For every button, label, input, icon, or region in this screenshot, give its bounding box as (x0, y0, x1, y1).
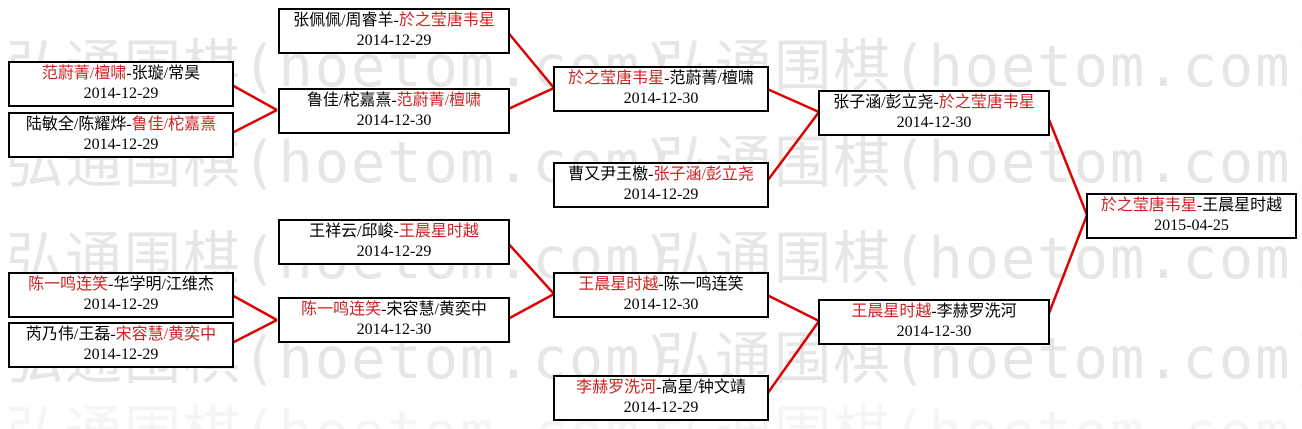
match-date: 2014-12-30 (623, 296, 699, 313)
match-date: 2014-12-29 (83, 136, 159, 153)
connector-line (764, 86, 820, 114)
loser-name: -宋容慧/黄奕中 (381, 301, 487, 318)
match-date: 2014-12-30 (623, 90, 699, 107)
match-box-r1-bottom-b[interactable]: 芮乃伟/王磊-宋容慧/黄奕中 2014-12-29 (8, 322, 234, 368)
loser-name: 王祥云/邱峻- (309, 223, 399, 240)
winner-name: 范蔚菁/檀啸 (396, 92, 482, 109)
match-box-sf2-a[interactable]: 王晨星时越-陈一鸣连笑 2014-12-30 (553, 272, 769, 318)
winner-name: 鲁佳/柁嘉熹 (131, 116, 217, 133)
match-date: 2014-12-30 (356, 321, 432, 338)
connector-line (229, 318, 278, 346)
loser-name: 陆敏全/陈耀烨- (25, 116, 132, 133)
match-players: 曹又尹王檄-张子涵/彭立尧 (568, 165, 754, 185)
match-date: 2014-12-29 (356, 32, 432, 49)
loser-name: 鲁佳/柁嘉熹- (306, 92, 397, 109)
match-date: 2014-12-29 (83, 296, 159, 313)
winner-name: 宋容慧/黄奕中 (115, 326, 217, 343)
match-players: 王晨星时越-李赫罗洗河 (851, 302, 1016, 322)
match-date: 2014-12-29 (623, 399, 699, 416)
match-box-qf1-a[interactable]: 张佩佩/周睿羊-於之莹唐韦星 2014-12-29 (278, 8, 510, 54)
connector-line (229, 108, 278, 136)
loser-name: -陈一鸣连笑 (658, 276, 744, 293)
connector-line (1044, 111, 1089, 216)
match-date: 2014-12-29 (623, 186, 699, 203)
winner-name: 张子涵/彭立尧 (653, 166, 754, 183)
match-date: 2014-12-29 (83, 85, 159, 102)
connector-line (229, 292, 278, 322)
match-date: 2014-12-30 (896, 323, 972, 340)
winner-name: 李赫罗洗河 (576, 379, 657, 396)
winner-name: 陈一鸣连笑 (28, 276, 109, 293)
match-date: 2014-12-30 (356, 112, 432, 129)
match-box-r1-top-a[interactable]: 范蔚菁/檀啸-张璇/常昊 2014-12-29 (8, 61, 234, 107)
match-date: 2015-04-25 (1154, 217, 1229, 234)
winner-name: 於之莹唐韦星 (398, 12, 495, 29)
connector-line (229, 82, 278, 112)
connector-line (1044, 214, 1089, 322)
match-players: 陈一鸣连笑-宋容慧/黄奕中 (301, 300, 487, 320)
match-box-semifinal-bottom[interactable]: 王晨星时越-李赫罗洗河 2014-12-30 (818, 299, 1050, 345)
loser-name: -王晨星时越 (1196, 197, 1283, 214)
loser-name: -李赫罗洗河 (931, 303, 1017, 320)
winner-name: 范蔚菁/檀啸 (41, 65, 127, 82)
match-box-sf1-b[interactable]: 曹又尹王檄-张子涵/彭立尧 2014-12-29 (553, 162, 769, 208)
match-box-semifinal-top[interactable]: 张子涵/彭立尧-於之莹唐韦星 2014-12-30 (818, 90, 1050, 136)
winner-name: 於之莹唐韦星 (568, 70, 665, 87)
loser-name: 曹又尹王檄- (568, 166, 654, 183)
match-box-qf2-b[interactable]: 陈一鸣连笑-宋容慧/黄奕中 2014-12-30 (278, 297, 510, 343)
match-players: 鲁佳/柁嘉熹-范蔚菁/檀啸 (307, 91, 481, 111)
loser-name: -华学明/江维杰 (108, 276, 214, 293)
connector-line (505, 292, 555, 322)
winner-name: 王晨星时越 (851, 303, 932, 320)
match-players: 陆敏全/陈耀烨-鲁佳/柁嘉熹 (26, 115, 216, 135)
match-players: 李赫罗洗河-高星/钟文靖 (576, 378, 746, 398)
match-players: 张子涵/彭立尧-於之莹唐韦星 (833, 93, 1035, 113)
match-box-r1-top-b[interactable]: 陆敏全/陈耀烨-鲁佳/柁嘉熹 2014-12-29 (8, 112, 234, 158)
match-date: 2014-12-29 (83, 346, 159, 363)
loser-name: 张佩佩/周睿羊- (293, 12, 399, 29)
match-players: 芮乃伟/王磊-宋容慧/黄奕中 (26, 325, 216, 345)
winner-name: 於之莹唐韦星 (938, 94, 1035, 111)
loser-name: -范蔚菁/檀啸 (664, 70, 754, 87)
loser-name: 张子涵/彭立尧- (833, 94, 939, 111)
connector-line (764, 111, 820, 185)
match-players: 王祥云/邱峻-王晨星时越 (309, 222, 479, 242)
match-players: 陈一鸣连笑-华学明/江维杰 (28, 275, 214, 295)
loser-name: 芮乃伟/王磊- (25, 326, 116, 343)
match-date: 2014-12-29 (356, 243, 432, 260)
connector-line (763, 320, 821, 398)
winner-name: 於之莹唐韦星 (1100, 197, 1197, 214)
connector-line (505, 240, 555, 295)
winner-name: 王晨星时越 (398, 223, 479, 240)
match-players: 於之莹唐韦星-王晨星时越 (1101, 196, 1282, 216)
match-players: 张佩佩/周睿羊-於之莹唐韦星 (293, 11, 495, 31)
match-box-qf2-a[interactable]: 王祥云/邱峻-王晨星时越 2014-12-29 (278, 219, 510, 265)
match-box-sf2-b[interactable]: 李赫罗洗河-高星/钟文靖 2014-12-29 (553, 375, 769, 421)
connector-line (505, 29, 555, 89)
match-box-r1-bottom-a[interactable]: 陈一鸣连笑-华学明/江维杰 2014-12-29 (8, 272, 234, 318)
winner-name: 王晨星时越 (578, 276, 659, 293)
loser-name: -张璇/常昊 (126, 65, 201, 82)
match-players: 范蔚菁/檀啸-张璇/常昊 (42, 64, 200, 84)
connector-line (764, 292, 820, 323)
match-players: 於之莹唐韦星-范蔚菁/檀啸 (568, 69, 754, 89)
match-players: 王晨星时越-陈一鸣连笑 (578, 275, 743, 295)
match-box-qf1-b[interactable]: 鲁佳/柁嘉熹-范蔚菁/檀啸 2014-12-30 (278, 88, 510, 134)
match-box-final[interactable]: 於之莹唐韦星-王晨星时越 2015-04-25 (1086, 193, 1297, 239)
winner-name: 陈一鸣连笑 (301, 301, 382, 318)
connector-line (505, 86, 555, 112)
loser-name: -高星/钟文靖 (656, 379, 746, 396)
match-box-sf1-a[interactable]: 於之莹唐韦星-范蔚菁/檀啸 2014-12-30 (553, 66, 769, 112)
match-date: 2014-12-30 (896, 114, 972, 131)
